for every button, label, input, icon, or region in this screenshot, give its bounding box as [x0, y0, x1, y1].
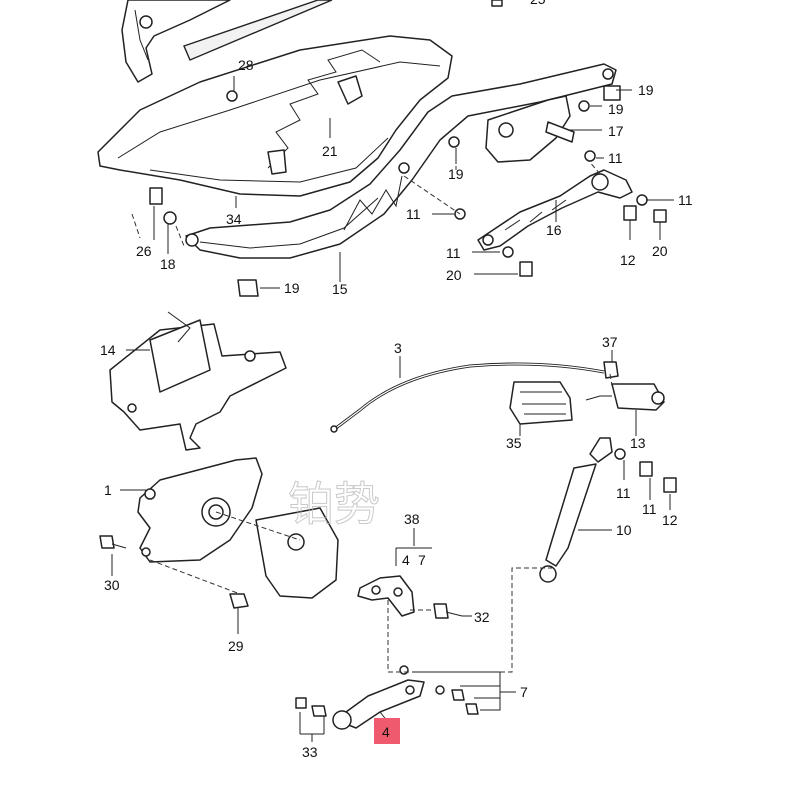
callout-7: 7 [520, 684, 528, 700]
motor-assembly [509, 361, 665, 425]
dashed-guides [131, 150, 613, 673]
watermark: 铂势 [288, 477, 380, 531]
callout-16: 16 [546, 222, 562, 238]
callout-11: 11 [616, 485, 631, 501]
callout-7: 7 [418, 552, 426, 568]
callout-13: 13 [630, 435, 646, 451]
callout-19: 19 [448, 166, 464, 182]
callout-11: 11 [446, 245, 461, 261]
leader-lines [111, 76, 674, 742]
callout-29: 29 [228, 638, 244, 654]
callout-18: 18 [160, 256, 176, 272]
callout-4: 4 [402, 552, 410, 568]
callout-11: 11 [608, 150, 623, 166]
callout-19: 19 [608, 101, 624, 117]
highlight-box [374, 718, 400, 744]
callout-20: 20 [446, 267, 462, 283]
latch-bracket [357, 575, 463, 619]
callout-11: 11 [678, 192, 693, 208]
callout-12: 12 [620, 252, 636, 268]
callout-19: 19 [284, 280, 300, 296]
release-cable [330, 362, 605, 433]
callout-14: 14 [100, 342, 116, 358]
callout-30: 30 [104, 577, 120, 593]
callout-3: 3 [394, 340, 402, 356]
callout-20: 20 [652, 243, 668, 259]
callout-38: 38 [404, 511, 420, 527]
callout-11: 11 [642, 501, 657, 517]
hinge-panel [99, 457, 339, 609]
callout-34: 34 [226, 211, 242, 227]
callout-37: 37 [602, 334, 618, 350]
callout-labels: 25 28 19 19 17 11 21 19 34 11 11 16 26 1… [100, 0, 693, 760]
callout-4: 4 [382, 724, 390, 740]
callout-19: 19 [638, 82, 654, 98]
callout-33: 33 [302, 744, 318, 760]
callout-32: 32 [474, 609, 490, 625]
callout-10: 10 [616, 522, 632, 538]
mount-bracket [109, 311, 287, 451]
callout-35: 35 [506, 435, 522, 451]
callout-28: 28 [238, 57, 254, 73]
release-lever [295, 665, 479, 730]
callout-12: 12 [662, 512, 678, 528]
callout-17: 17 [608, 123, 624, 139]
top-frame-assembly [97, 0, 667, 297]
callout-1: 1 [104, 482, 112, 498]
callout-26: 26 [136, 243, 152, 259]
callout-21: 21 [322, 143, 338, 159]
callout-25: 25 [530, 0, 546, 7]
gas-strut [539, 437, 677, 583]
callout-15: 15 [332, 281, 348, 297]
callout-11: 11 [406, 206, 421, 222]
